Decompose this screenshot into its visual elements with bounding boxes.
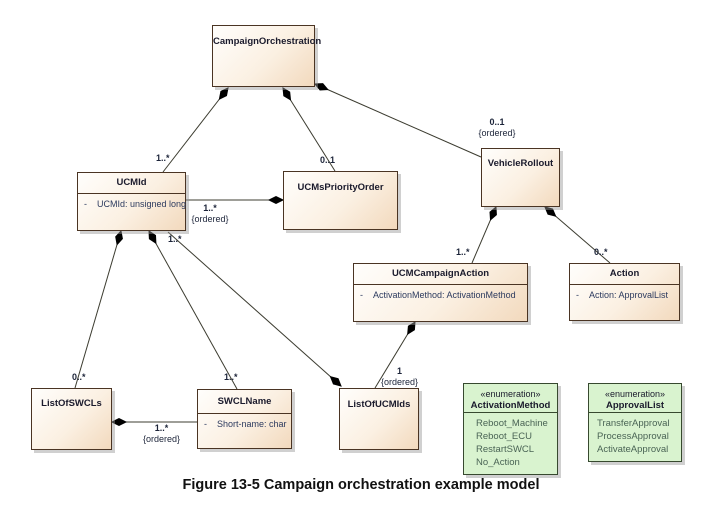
visibility-marker: - <box>204 419 207 429</box>
class-campaignorchestration: CampaignOrchestration <box>212 25 322 87</box>
class-title: ListOfUCMIds <box>347 399 411 410</box>
class-vehiclerollout: VehicleRollout <box>481 148 560 207</box>
class-title: UCMId <box>78 173 185 194</box>
multiplicity-label: 0..* <box>72 372 86 382</box>
class-title: CampaignOrchestration <box>213 36 322 47</box>
class-title: UCMsPriorityOrder <box>297 182 384 193</box>
connector-vehiclerollout-action <box>544 206 611 264</box>
multiplicity-label: 0..1 <box>320 155 336 165</box>
enum-literal: No_Action <box>476 457 520 468</box>
enum-approvallist: «enumeration» ApprovalList TransferAppro… <box>588 383 682 462</box>
class-listofucmids: ListOfUCMIds <box>339 388 419 450</box>
enum-stereotype: «enumeration» <box>480 389 541 399</box>
attribute-text: UCMId: unsigned long <box>97 199 187 209</box>
connector-listofucmids-ucmid <box>167 231 342 387</box>
class-title: SWCLName <box>198 390 291 414</box>
multiplicity-label: 1..* <box>224 372 238 382</box>
class-action: Action - Action: ApprovalList <box>569 263 680 321</box>
multiplicity-label: 1..* <box>156 153 170 163</box>
attribute-row: - ActivationMethod: ActivationMethod <box>354 285 527 300</box>
class-title: VehicleRollout <box>487 158 554 169</box>
multiplicity-label: 1..* {ordered} <box>142 423 181 444</box>
attribute-text: Action: ApprovalList <box>589 290 669 300</box>
enum-literal: ActivateApproval <box>597 444 669 455</box>
enum-header: «enumeration» ApprovalList <box>589 384 681 413</box>
enum-stereotype: «enumeration» <box>604 389 666 399</box>
connector-ucmcampaignaction-listofucmids <box>374 321 416 389</box>
enum-header: «enumeration» ActivationMethod <box>464 384 557 413</box>
multiplicity-label: 1 {ordered} <box>380 366 419 387</box>
enum-literal: ProcessApproval <box>597 431 669 442</box>
attribute-row: - Short-name: char <box>198 414 291 429</box>
connector-campaignorchestration-vehiclerollout <box>313 83 482 158</box>
enum-literals: Reboot_Machine Reboot_ECU RestartSWCL No… <box>464 413 557 469</box>
enum-literals: TransferApproval ProcessApproval Activat… <box>589 413 681 456</box>
attribute-row: - Action: ApprovalList <box>570 285 679 300</box>
multiplicity-label: 0..1 {ordered} <box>478 117 516 138</box>
enum-literal: Reboot_ECU <box>476 431 532 442</box>
multiplicity-label: 1..* <box>456 247 470 257</box>
connector-listofswcls-swclname <box>110 417 197 427</box>
attribute-text: Short-name: char <box>217 419 287 429</box>
class-title: Action <box>570 264 679 285</box>
figure-caption: Figure 13-5 Campaign orchestration examp… <box>182 477 540 493</box>
multiplicity-label: 0..* <box>594 247 608 257</box>
multiplicity-label: 1..* {ordered} <box>191 203 229 224</box>
enum-name: ActivationMethod <box>470 400 551 411</box>
class-listofswcls: ListOfSWCLs <box>31 388 112 450</box>
attribute-row: - UCMId: unsigned long <box>78 194 187 209</box>
enum-literal: TransferApproval <box>597 418 670 429</box>
class-title: ListOfSWCLs <box>41 398 102 409</box>
multiplicity-label: 1..* <box>168 234 182 244</box>
connector-campaignorchestration-ucmid <box>162 87 229 173</box>
class-ucmid: UCMId - UCMId: unsigned long <box>77 172 186 231</box>
class-swclname: SWCLName - Short-name: char <box>197 389 292 449</box>
connector-ucmid-listofswcls <box>74 229 123 389</box>
class-ucmspriorityorder: UCMsPriorityOrder <box>283 171 398 230</box>
visibility-marker: - <box>360 290 363 300</box>
enum-literal: RestartSWCL <box>476 444 535 455</box>
class-title: UCMCampaignAction <box>354 264 527 285</box>
visibility-marker: - <box>576 290 579 300</box>
connector-ucmid-swclname <box>148 230 238 390</box>
class-ucmcampaignaction: UCMCampaignAction - ActivationMethod: Ac… <box>353 263 528 322</box>
connector-ucmspriorityorder-ucmid <box>186 195 285 205</box>
enum-activationmethod: «enumeration» ActivationMethod Reboot_Ma… <box>463 383 558 475</box>
connector-vehiclerollout-ucmcampaignaction <box>471 205 497 264</box>
enum-literal: Reboot_Machine <box>476 418 548 429</box>
attribute-text: ActivationMethod: ActivationMethod <box>373 290 516 300</box>
enum-name: ApprovalList <box>605 400 665 411</box>
connector-campaignorchestration-ucmspriorityorder <box>282 87 336 172</box>
visibility-marker: - <box>84 199 87 209</box>
